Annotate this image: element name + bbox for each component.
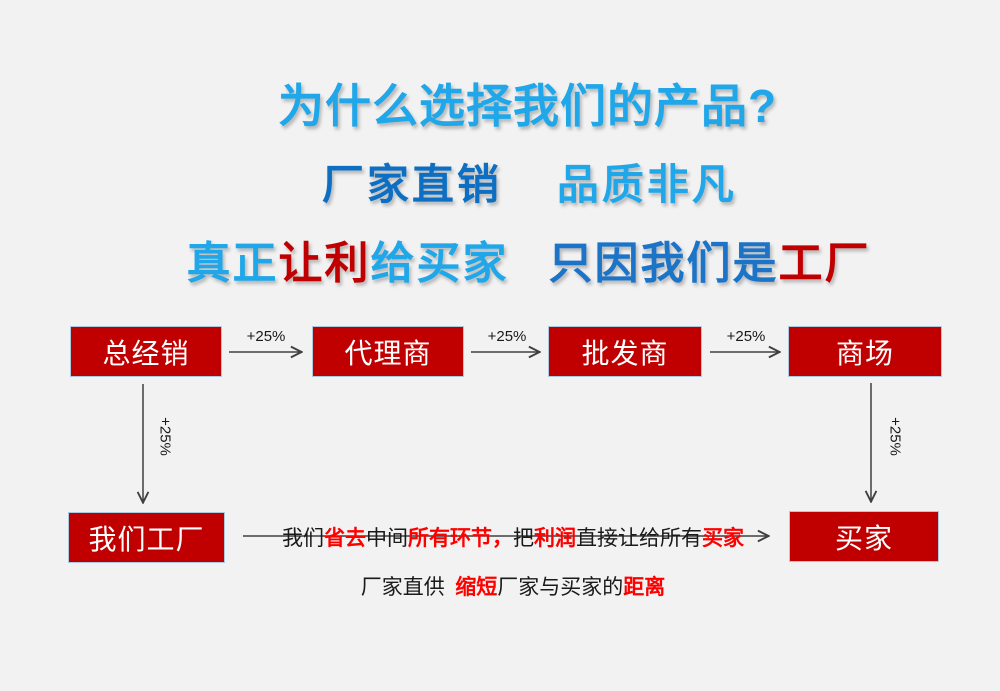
flow-box-label: 买家 <box>834 523 893 555</box>
caption-seg-emphasis: 距离 <box>623 575 666 599</box>
caption-seg: 直接让给所有 <box>576 526 702 550</box>
flow-box-label: 商场 <box>835 338 894 370</box>
caption-seg-emphasis: 所有环节， <box>408 526 513 550</box>
flow-box-label: 批发商 <box>581 338 669 370</box>
caption-seg-emphasis: 买家 <box>702 526 744 550</box>
flow-box-agent: 代理商 <box>312 326 464 377</box>
caption-seg: 把 <box>513 526 534 550</box>
flow-box-buyer: 买家 <box>789 511 939 562</box>
caption-seg-emphasis: 缩短 <box>455 575 498 599</box>
caption-seg: 中间 <box>366 526 408 550</box>
flow-box-label: 总经销 <box>102 338 190 370</box>
flow-box-wholesaler: 批发商 <box>548 326 702 377</box>
markup-label-3: +25% <box>726 328 766 345</box>
subtitle-seg-factory: 工厂 <box>778 239 871 288</box>
subtitle-quality: 厂家直销 品质非凡 <box>0 110 1000 260</box>
markup-label-right-vertical: +25% <box>886 417 904 456</box>
caption-seg: 厂家与买家的 <box>497 575 624 599</box>
caption-line-2: 厂家直供 缩短厂家与买家的距离 <box>230 546 775 626</box>
main-title: 为什么选择我们的产品? <box>0 28 1000 184</box>
caption-seg: 我们 <box>282 526 324 550</box>
flow-box-our-factory: 我们工厂 <box>68 512 225 563</box>
subtitle-factory-direct-text: 厂家直销 <box>321 161 502 208</box>
caption-seg-emphasis: 利润 <box>534 526 576 550</box>
subtitle-seg-to-buyers: 给买家 <box>370 239 509 288</box>
caption-seg-emphasis: 省去 <box>324 526 366 550</box>
subtitle-seg-profit: 让利 <box>278 239 371 288</box>
flow-box-general-distributor: 总经销 <box>70 326 222 377</box>
caption-seg: 厂家直供 <box>360 575 456 599</box>
caption-line-1: 我们省去中间所有环节，把利润直接让给所有买家 <box>230 497 775 577</box>
markup-label-left-vertical: +25% <box>156 417 174 456</box>
flow-box-label: 代理商 <box>344 338 432 370</box>
flow-box-mall: 商场 <box>788 326 942 377</box>
markup-label-2: +25% <box>487 328 527 345</box>
subtitle-quality-text: 品质非凡 <box>556 161 737 208</box>
markup-label-1: +25% <box>246 328 286 345</box>
subtitle-benefit: 真正让利给买家只因我们是工厂 <box>0 186 1000 342</box>
flow-box-label: 我们工厂 <box>88 524 205 556</box>
subtitle-seg-because-we-are: 只因我们是 <box>548 239 779 288</box>
main-title-text: 为什么选择我们的产品? <box>278 80 778 132</box>
subtitle-seg-really: 真正 <box>186 239 279 288</box>
